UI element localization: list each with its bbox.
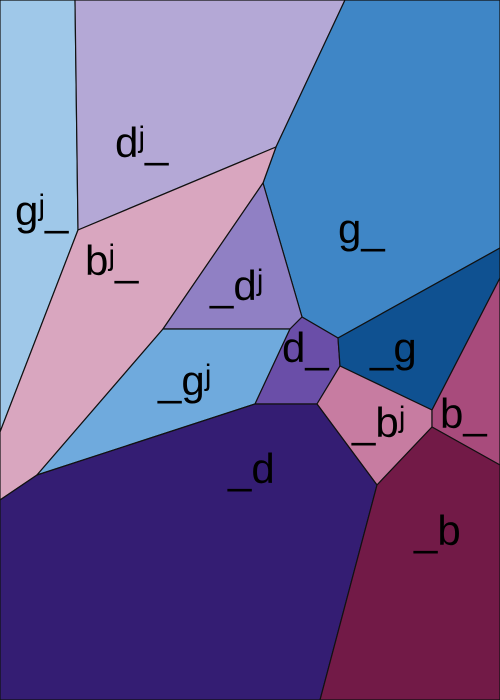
region-label-gju: gʲ_: [15, 187, 69, 234]
region-label-ub: _b: [413, 507, 461, 554]
region-label-bju: bʲ_: [85, 237, 139, 284]
region-label-ug: _g: [369, 324, 417, 371]
region-label-ugj: _gʲ: [157, 357, 211, 404]
region-label-bu: b_: [440, 390, 487, 437]
region-label-dju: dʲ_: [115, 119, 169, 166]
region-label-udj: _dʲ: [209, 262, 263, 309]
region-label-ubj: _bʲ: [351, 399, 405, 446]
region-label-du: d_: [282, 324, 329, 371]
region-label-ud: _d: [227, 445, 275, 492]
region-label-gu: g_: [338, 205, 385, 252]
region-ub: [319, 426, 500, 700]
